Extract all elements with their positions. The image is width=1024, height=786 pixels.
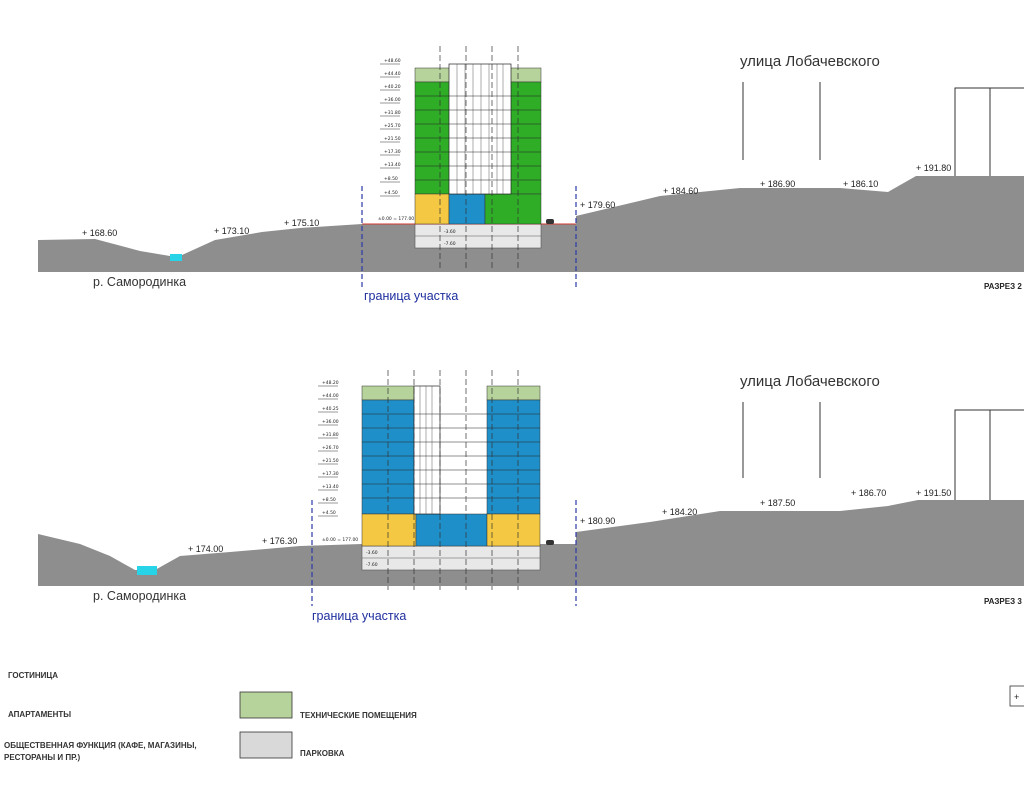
level-mark: -7.60 [366, 562, 378, 568]
legend-apartments: АПАРТАМЕНТЫ [8, 710, 71, 719]
level-mark: ±0.00 = 177.00 [378, 216, 414, 222]
section-top: +48.60 +44.40 +40.20 +36.00 +31.80 +25.7… [38, 46, 1024, 303]
level-mark: +17.30 [384, 149, 401, 155]
terrain-bottom-right [576, 500, 1024, 586]
level-mark: +4.50 [322, 510, 336, 516]
legend-public-function-line1: ОБЩЕСТВЕННАЯ ФУНКЦИЯ (КАФЕ, МАГАЗИНЫ, [4, 741, 197, 750]
level-mark: -7.60 [444, 241, 456, 247]
elevation-label: + 168.60 [82, 228, 117, 238]
level-mark: +13.40 [322, 484, 339, 490]
level-mark: -3.60 [444, 229, 456, 235]
level-mark: +48.60 [384, 58, 401, 64]
elevation-label: + 173.10 [214, 226, 249, 236]
river-water-top [170, 254, 182, 261]
section-bottom: +48.20 +44.00 +40.25 +36.00 +31.80 +26.7… [38, 370, 1024, 623]
level-mark: +44.40 [384, 71, 401, 77]
elevation-label: + 180.90 [580, 516, 615, 526]
level-mark: +36.00 [384, 97, 401, 103]
level-marks-top: +48.60 +44.40 +40.20 +36.00 +31.80 +25.7… [378, 58, 456, 247]
legend-parking-swatch [239, 731, 293, 759]
elevation-label: + 186.90 [760, 179, 795, 189]
level-mark: +17.30 [322, 471, 339, 477]
elevation-label: + 184.20 [662, 507, 697, 517]
elevation-label: + 186.70 [851, 488, 886, 498]
level-mark: +36.00 [322, 419, 339, 425]
elevation-label: + 184.60 [663, 186, 698, 196]
legend-hotel: ГОСТИНИЦА [8, 671, 58, 680]
elevation-label: + 175.10 [284, 218, 319, 228]
legend-public-function-line2: РЕСТОРАНЫ И ПР.) [4, 753, 80, 762]
street-label: улица Лобачевского [740, 373, 880, 390]
elevation-label: + 179.60 [580, 200, 615, 210]
legend: ГОСТИНИЦА АПАРТАМЕНТЫ ОБЩЕСТВЕННАЯ ФУНКЦ… [4, 671, 1024, 762]
level-mark: +48.20 [322, 380, 339, 386]
level-mark: +25.70 [384, 123, 401, 129]
section-label: РАЗРЕЗ 3 [984, 597, 1022, 606]
legend-technical-swatch [239, 691, 293, 719]
level-mark: +13.40 [384, 162, 401, 168]
level-mark: +21.50 [384, 136, 401, 142]
river-label: р. Самородинка [93, 589, 186, 603]
level-mark: +8.50 [384, 176, 398, 182]
elevation-label: + 191.80 [916, 163, 951, 173]
level-mark: +44.00 [322, 393, 339, 399]
terrain-top-right [576, 176, 1024, 272]
corner-mark-box [1009, 685, 1024, 707]
level-mark: +26.70 [322, 445, 339, 451]
river-label: р. Самородинка [93, 275, 186, 289]
level-mark: +31.80 [384, 110, 401, 116]
section-label: РАЗРЕЗ 2 [984, 282, 1022, 291]
level-mark: +31.80 [322, 432, 339, 438]
terrain-bottom [38, 534, 362, 586]
legend-parking: ПАРКОВКА [300, 749, 345, 758]
legend-technical: ТЕХНИЧЕСКИЕ ПОМЕЩЕНИЯ [300, 711, 417, 720]
level-mark: +40.20 [384, 84, 401, 90]
elevation-label: + 191.50 [916, 488, 951, 498]
level-mark: +21.50 [322, 458, 339, 464]
building-top [414, 46, 554, 268]
elevation-label: + 187.50 [760, 498, 795, 508]
building-bottom [361, 370, 554, 590]
level-marks-bottom: +48.20 +44.00 +40.25 +36.00 +31.80 +26.7… [318, 380, 378, 568]
street-label: улица Лобачевского [740, 53, 880, 70]
level-mark: -3.60 [366, 550, 378, 556]
elevation-label: + 176.30 [262, 536, 297, 546]
elevation-label: + 174.00 [188, 544, 223, 554]
river-water-bottom [137, 566, 157, 575]
level-mark: +40.25 [322, 406, 339, 412]
level-mark: +8.50 [322, 497, 336, 503]
boundary-label: граница участка [312, 609, 406, 623]
terrain-top [38, 224, 362, 272]
boundary-label: граница участка [364, 289, 458, 303]
elevation-label: + 186.10 [843, 179, 878, 189]
level-mark: +4.50 [384, 190, 398, 196]
corner-mark: + [1014, 692, 1019, 702]
level-mark: ±0.00 = 177.00 [322, 537, 358, 543]
